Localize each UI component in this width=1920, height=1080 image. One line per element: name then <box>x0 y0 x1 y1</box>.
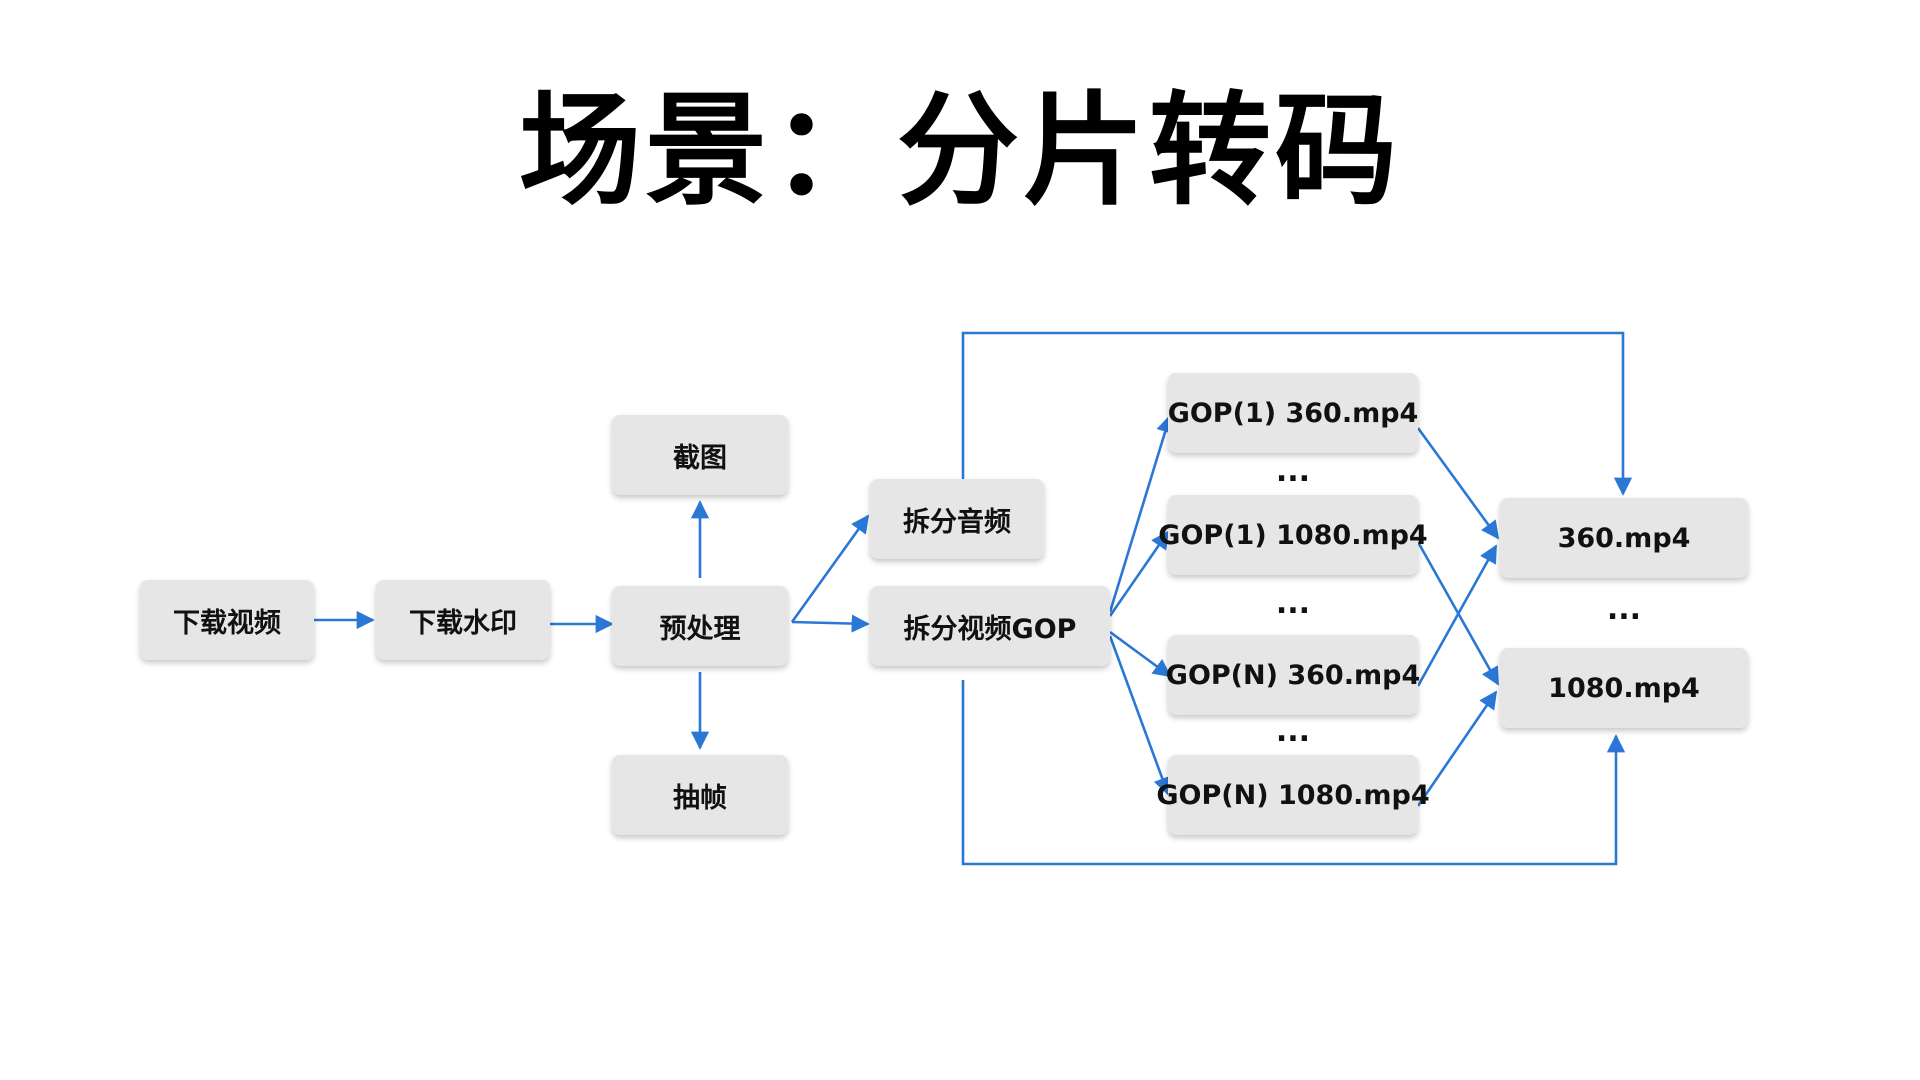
arrow-gopn-360-to-out360 <box>1416 544 1498 687</box>
node-download-watermark: 下载水印 <box>376 580 550 660</box>
node-split-audio: 拆分音频 <box>870 479 1044 559</box>
arrow-audio-to-out1080 <box>961 680 1626 866</box>
node-gop1-1080: GOP(1) 1080.mp4 <box>1158 495 1428 575</box>
ellipsis-gop-c: ... <box>1275 714 1311 749</box>
node-split-video-gop: 拆分视频GOP <box>870 586 1110 666</box>
ellipsis-gop-b: ... <box>1275 586 1311 621</box>
node-download-video: 下载视频 <box>140 580 314 660</box>
node-gopn-1080: GOP(N) 1080.mp4 <box>1156 755 1430 835</box>
node-output-1080: 1080.mp4 <box>1500 648 1748 728</box>
arrow-audio-to-out360 <box>961 331 1633 496</box>
ellipsis-outputs: ... <box>1606 592 1642 627</box>
arrow-gop1-360-to-out360 <box>1416 427 1500 540</box>
ellipsis-gop-a: ... <box>1275 454 1311 489</box>
node-preprocess: 预处理 <box>612 586 788 666</box>
arrow-gop-to-gop1-1080 <box>1108 530 1170 617</box>
arrow-gopn-1080-to-out1080 <box>1416 690 1498 807</box>
node-extract-frames: 抽帧 <box>612 755 788 835</box>
arrow-gop-to-gopn-360 <box>1109 630 1172 678</box>
arrow-gop-to-gop1-360 <box>1108 414 1174 613</box>
node-screenshot: 截图 <box>612 415 788 495</box>
arrow-preprocess-to-gop <box>791 614 870 633</box>
node-gopn-360: GOP(N) 360.mp4 <box>1166 635 1420 715</box>
node-gop1-360: GOP(1) 360.mp4 <box>1168 373 1418 453</box>
node-output-360: 360.mp4 <box>1500 498 1748 578</box>
arrow-gop-to-gopn-1080 <box>1108 635 1171 796</box>
page-title: 场景：分片转码 <box>519 80 1401 222</box>
arrow-preprocess-to-audio <box>790 514 870 623</box>
